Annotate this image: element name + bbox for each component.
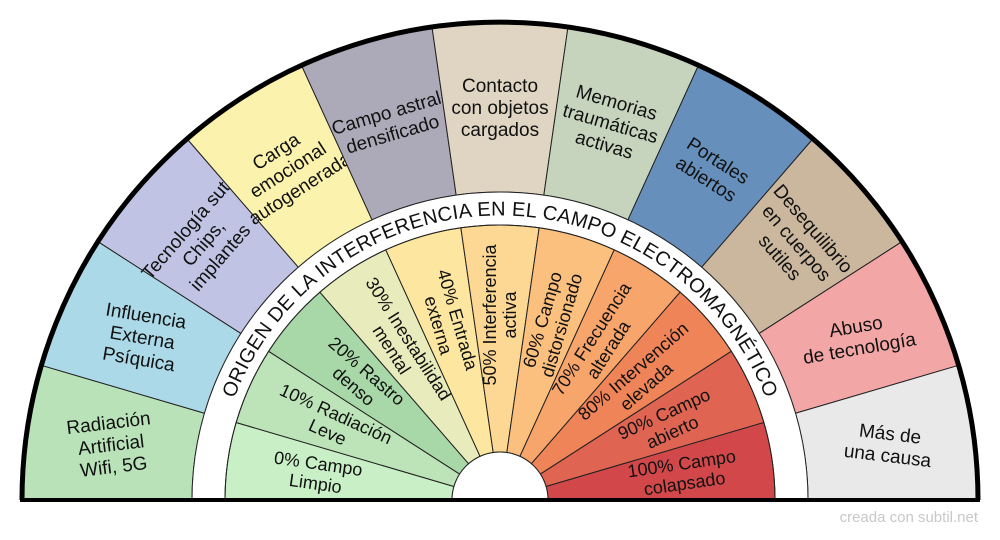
outer-sector-label-2: InfluenciaExternaPsíquica bbox=[97, 299, 188, 377]
outer-sector-label-11: Más deuna causa bbox=[843, 419, 936, 472]
title-band bbox=[192, 192, 808, 500]
center-hub bbox=[451, 451, 549, 501]
outer-label-line: con objetos bbox=[451, 98, 548, 119]
inner-sector-label-6: 50% Interferenciaactiva bbox=[480, 243, 520, 385]
outer-label-line: cargados bbox=[461, 120, 539, 141]
outer-ring: RadiaciónArtificialWifi, 5GInfluenciaExt… bbox=[21, 21, 979, 501]
band-outer-edge bbox=[191, 191, 809, 501]
inner-label-line: 50% Interferencia bbox=[480, 243, 500, 385]
outer-label-line: Contacto bbox=[462, 76, 538, 97]
band-inner-edge bbox=[224, 224, 776, 501]
chart-frame bbox=[19, 19, 981, 502]
outer-rim bbox=[19, 19, 981, 501]
inner-label-line: activa bbox=[500, 291, 520, 339]
credit-text: creada con subtil.net bbox=[839, 509, 978, 526]
